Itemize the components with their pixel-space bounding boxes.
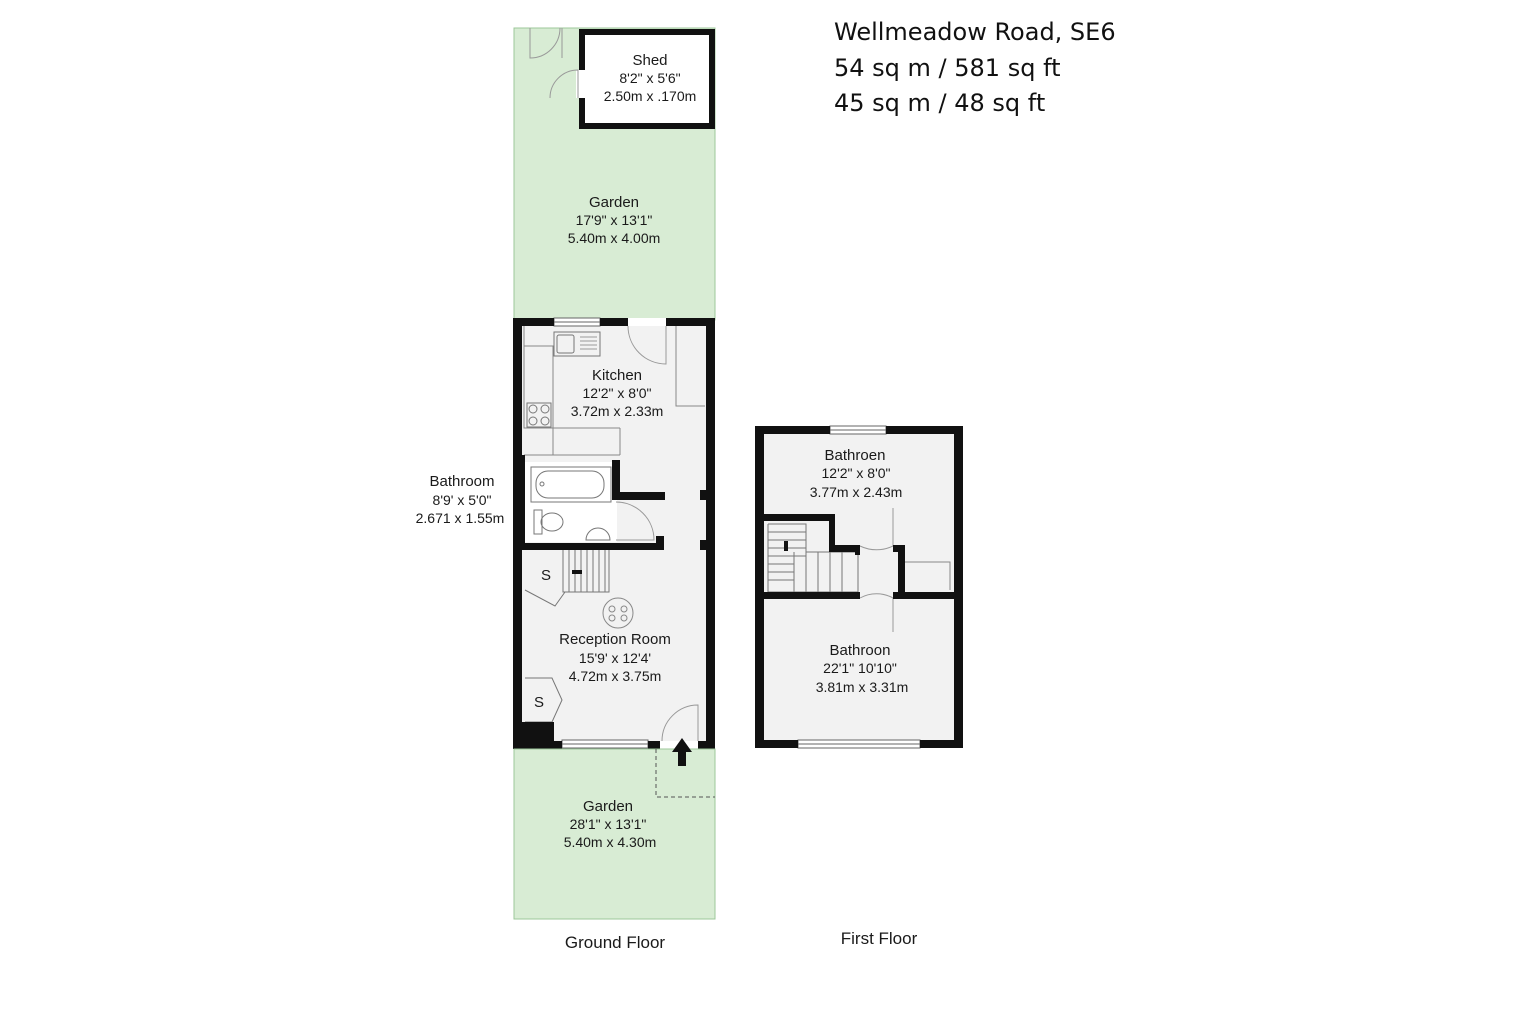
first-bathroom-top-metric: 3.77m x 2.43m [810,484,903,500]
landing-door-swing-top [859,508,894,551]
shed [529,27,715,129]
shed-imperial: 8'2" x 5'6" [619,70,680,86]
table-icon [602,597,634,629]
shed-name: Shed [632,52,667,69]
first-floor: Bathroen 12'2" x 8'0" 3.77m x 2.43m Bath… [755,425,963,948]
front-garden-name: Garden [583,798,633,815]
first-floor-label: First Floor [841,929,918,948]
kitchen-counters [523,326,705,456]
landing-door-swing-bottom [859,593,894,632]
rear-garden-imperial: 17'9" x 13'1" [576,212,653,228]
toilet-icon [533,509,564,535]
front-window [561,739,649,749]
front-garden-imperial: 28'1" x 13'1" [570,816,647,832]
garden-gate-swing [529,27,561,59]
first-bathroom-top-imperial: 12'2" x 8'0" [822,465,891,481]
kitchen-metric: 3.72m x 2.33m [571,403,664,419]
bathroom-door-swing [615,501,655,541]
first-floor-rear-window [829,425,887,435]
front-garden-area [513,748,716,920]
hob-icon [526,402,552,428]
ground-walls [513,318,715,749]
first-floor-area: 45 sq m / 48 sq ft [834,89,1046,117]
first-floor-area-fill [759,430,959,745]
property-address: Wellmeadow Road, SE6 [834,18,1116,46]
entrance-arrow-icon [672,738,692,766]
total-area: 54 sq m / 581 sq ft [834,54,1061,82]
storage-label-2: S [534,694,544,711]
rear-door-swing [627,325,667,365]
bathroom-imperial: 8'9' x 5'0" [433,492,492,508]
bathroom-name: Bathroom [429,473,494,490]
reception-name: Reception Room [559,631,671,648]
kitchen-window [553,317,601,327]
basin-icon [585,527,611,541]
first-bathroom-bottom-name: Bathroon [830,642,891,659]
first-bathroom-top-name: Bathroen [825,447,886,464]
understairs-cupboard [524,589,566,607]
first-floor-walls [755,426,963,748]
ground-floor-label: Ground Floor [565,933,665,952]
front-garden-metric: 5.40m x 4.30m [564,834,657,850]
front-door-swing [661,704,699,742]
rear-garden-metric: 5.40m x 4.00m [568,230,661,246]
bathroom-metric: 2.671 x 1.55m [416,510,505,526]
first-bathroom-bottom-metric: 3.81m x 3.31m [816,679,909,695]
airing-cupboard [903,561,951,590]
front-path [655,749,715,798]
reception-imperial: 15'9' x 12'4' [579,650,651,666]
kitchen-name: Kitchen [592,367,642,384]
bathtub-icon [530,466,612,503]
rear-garden-name: Garden [589,194,639,211]
shed-door-swing [549,69,579,99]
ground-floor: Shed 8'2" x 5'6" 2.50m x .170m Garden 17… [416,27,716,952]
storage-label-1: S [541,567,551,584]
kitchen-imperial: 12'2" x 8'0" [583,385,652,401]
kitchen-sink-icon [553,331,601,357]
reception-metric: 4.72m x 3.75m [569,668,662,684]
first-bathroom-bottom-imperial: 22'1" 10'10" [823,660,897,676]
first-floor-front-window [797,739,921,749]
shed-metric: 2.50m x .170m [604,88,697,104]
